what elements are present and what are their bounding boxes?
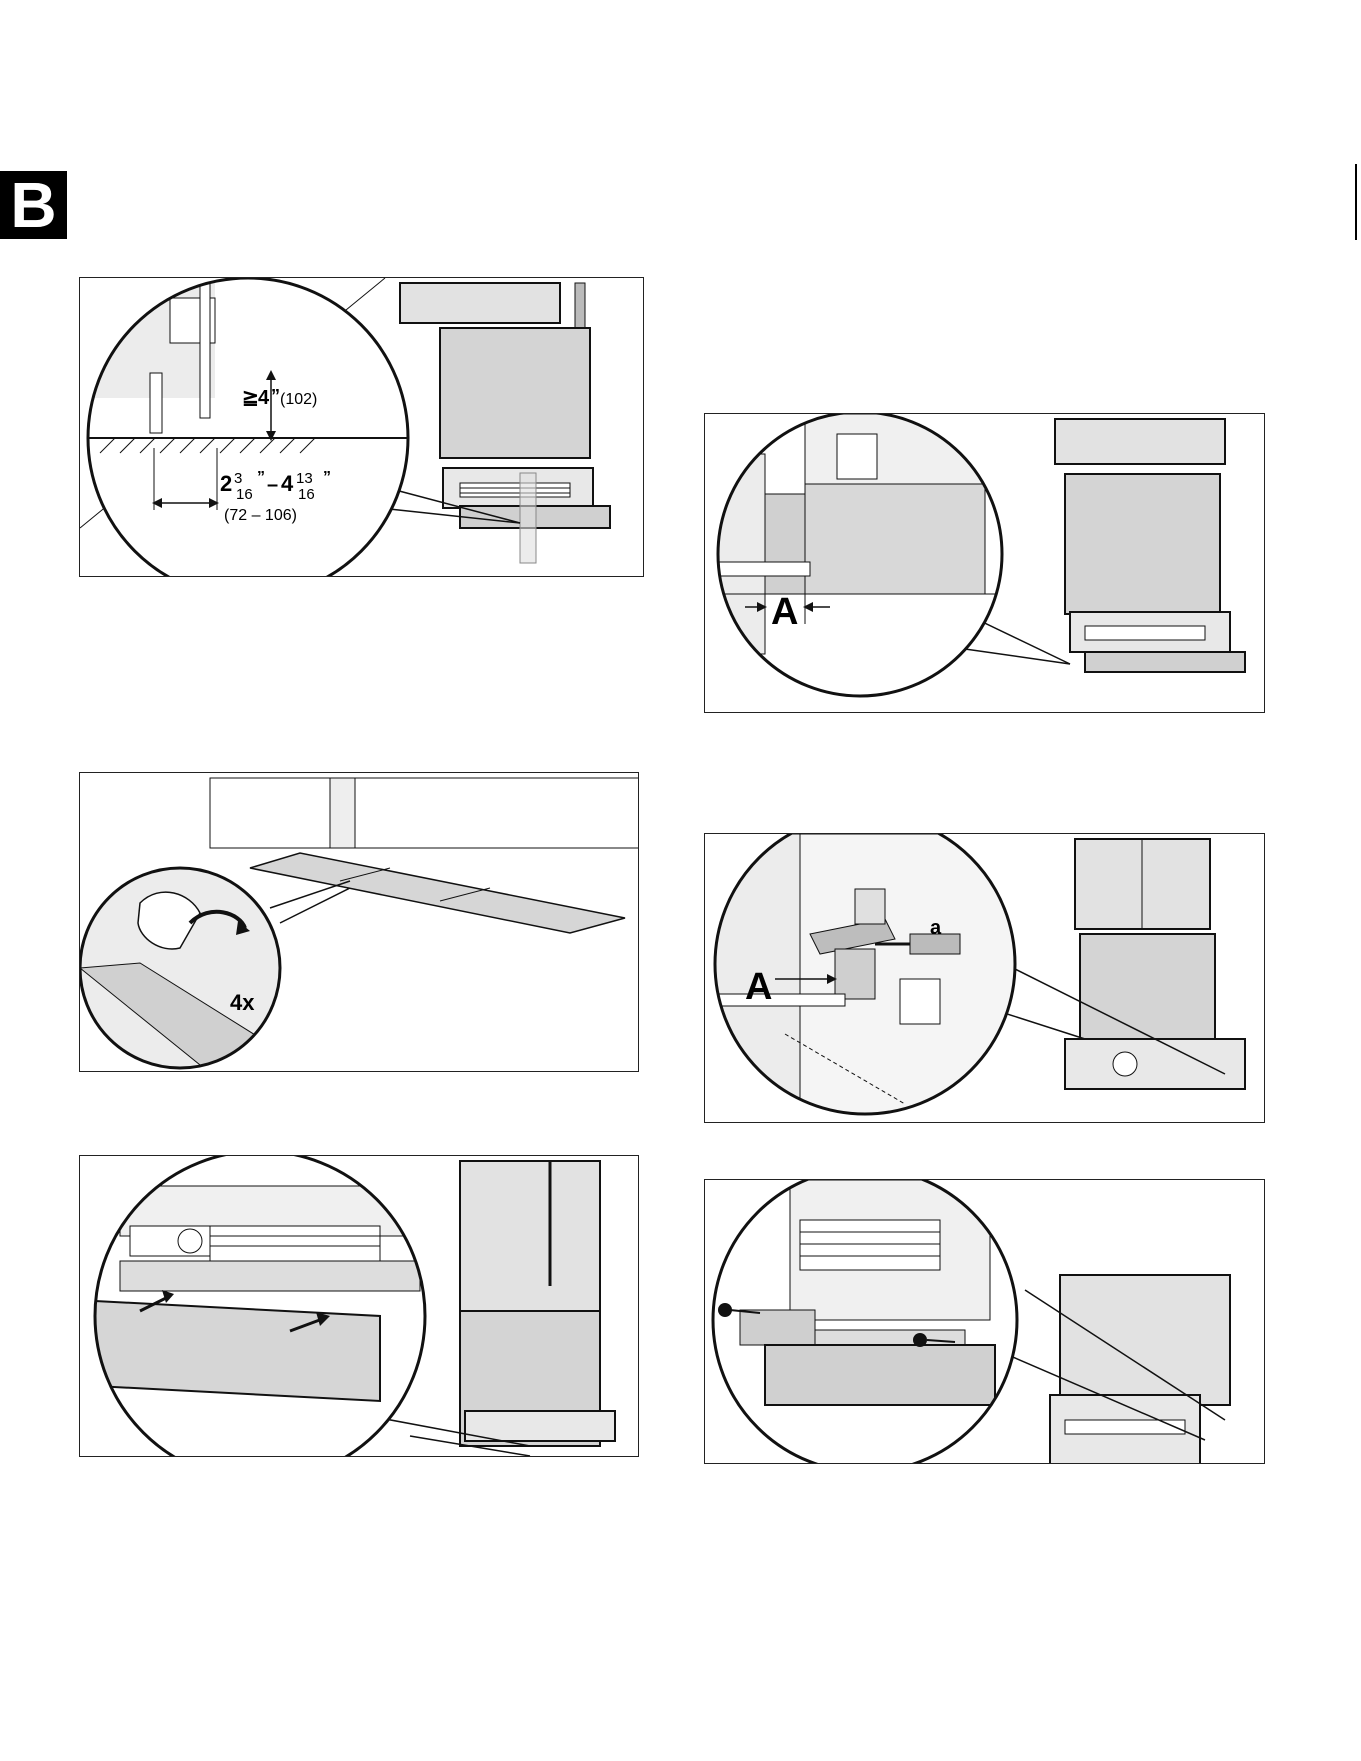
- figure-measure-distance-a: A: [704, 413, 1265, 713]
- marker-a: A: [745, 966, 772, 1008]
- height-value: 4: [258, 387, 270, 409]
- figure-attach-base-panel: [79, 1155, 639, 1457]
- margin-mark: [1355, 164, 1357, 240]
- range-den-b: 16: [298, 486, 315, 503]
- part-label-a: a: [930, 917, 942, 939]
- figure-adjust-bracket: A a: [704, 833, 1265, 1123]
- range-unit-a: ”: [257, 469, 265, 486]
- count-label: 4x: [230, 990, 255, 1015]
- figure-attach-grille: [704, 1179, 1265, 1464]
- range-num-b: 13: [296, 470, 313, 487]
- range-whole-a: 2: [220, 471, 232, 496]
- range-dash: –: [267, 474, 278, 496]
- range-den-a: 16: [236, 486, 253, 503]
- height-unit: ”: [271, 386, 280, 406]
- figure-floor-protection-strips: 4x: [79, 772, 639, 1072]
- min-symbol: ≧: [242, 387, 259, 409]
- range-whole-b: 4: [281, 471, 294, 496]
- height-mm: (102): [280, 391, 317, 408]
- marker-a: A: [771, 591, 798, 633]
- range-mm: (72 – 106): [224, 507, 297, 524]
- range-num-a: 3: [234, 470, 242, 487]
- section-badge: B: [0, 171, 67, 239]
- range-unit-b: ”: [323, 469, 331, 486]
- figure-toe-kick-clearance: ≧ 4 ” (102) 2 3 16 ” – 4 13 16 ” (72 – 1…: [79, 277, 644, 577]
